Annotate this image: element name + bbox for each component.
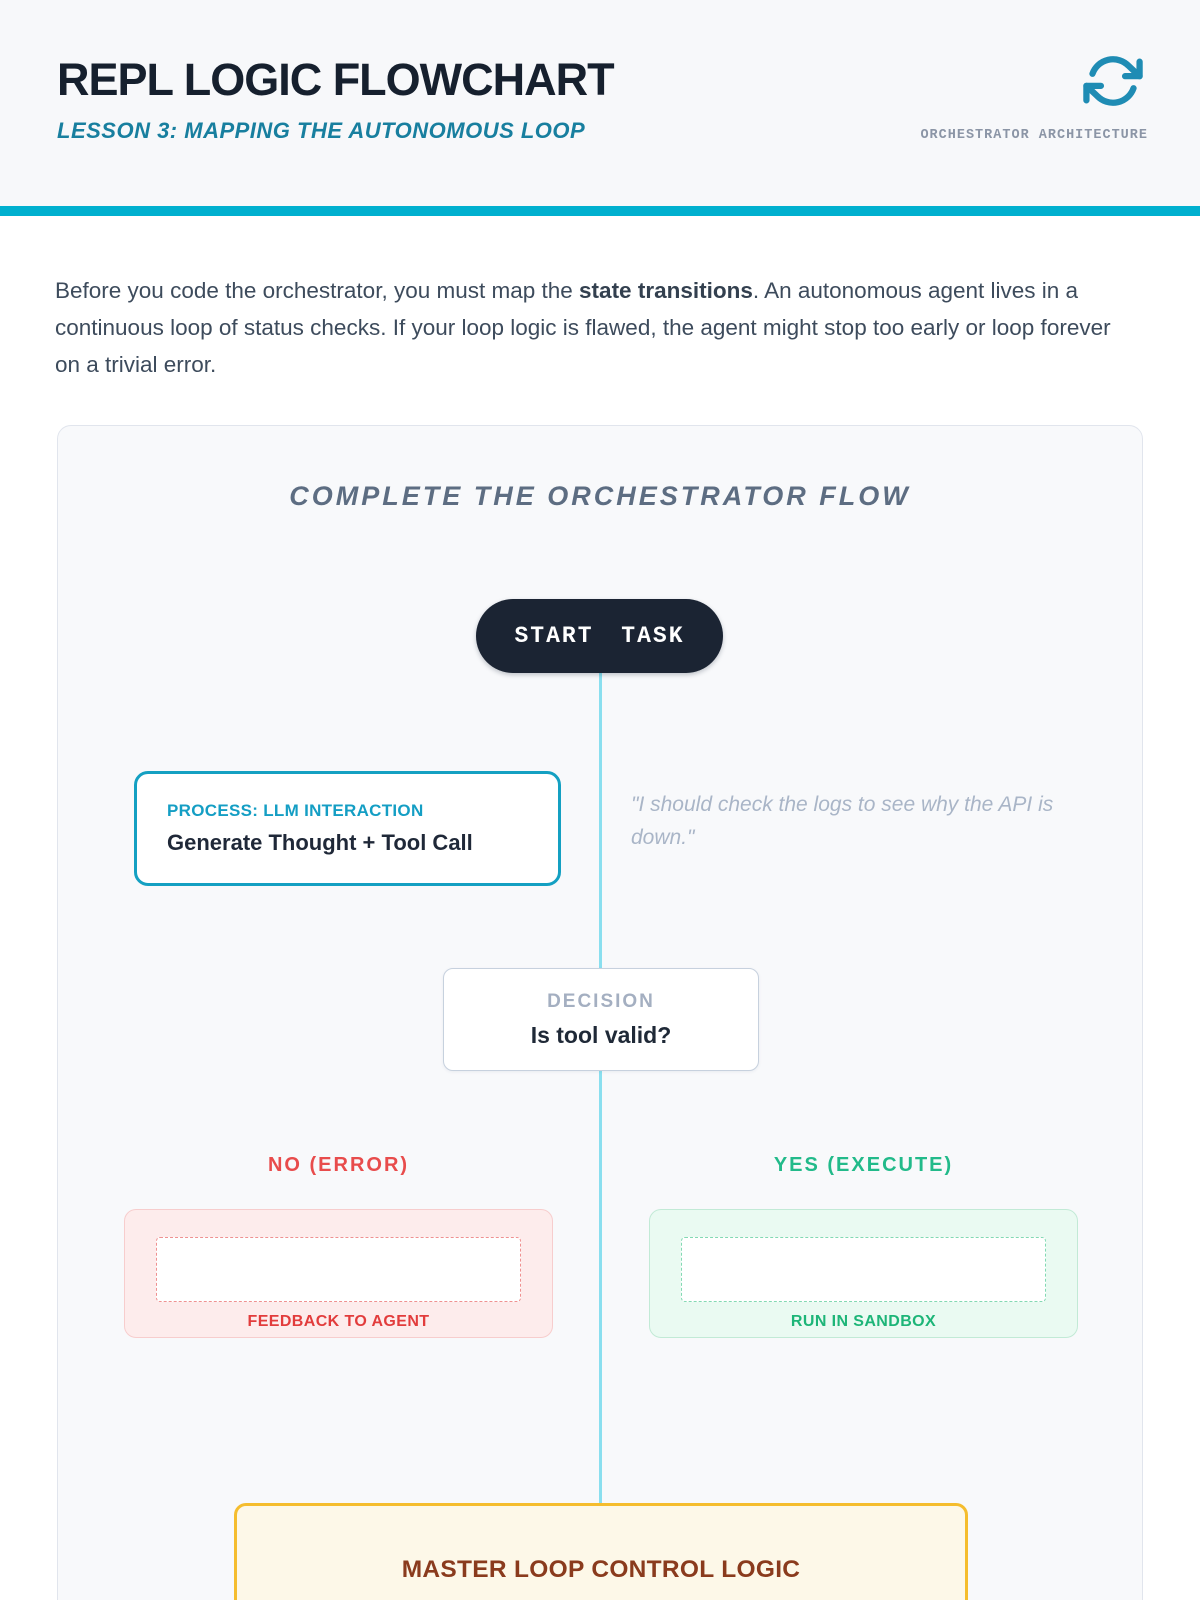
decision-node-question: Is tool valid? [530, 1021, 672, 1048]
decision-node-label: DECISION [547, 990, 655, 1012]
decision-node: DECISION Is tool valid? [443, 968, 759, 1071]
page-title: REPL LOGIC FLOWCHART [57, 54, 615, 105]
header: REPL LOGIC FLOWCHART LESSON 3: MAPPING T… [0, 0, 1200, 206]
accent-divider-bar [0, 206, 1200, 216]
header-badge: ORCHESTRATOR ARCHITECTURE [920, 52, 1148, 143]
start-task-label: START TASK [514, 623, 685, 649]
branch-label-yes: YES (EXECUTE) [773, 1154, 954, 1176]
intro-paragraph: Before you code the orchestrator, you mu… [55, 272, 1125, 383]
process-node-label: PROCESS: LLM INTERACTION [167, 801, 424, 820]
error-drop-zone-label: FEEDBACK TO AGENT [247, 1313, 430, 1330]
refresh-icon [1083, 52, 1143, 110]
master-loop-title: MASTER LOOP CONTROL LOGIC [401, 1556, 801, 1583]
process-node: PROCESS: LLM INTERACTION Generate Though… [134, 771, 561, 886]
intro-text-before: Before you code the orchestrator, you mu… [55, 278, 580, 303]
branch-label-no: NO (ERROR) [267, 1154, 410, 1176]
execute-drop-zone-label: RUN IN SANDBOX [790, 1313, 937, 1330]
architecture-caption: ORCHESTRATOR ARCHITECTURE [920, 128, 1148, 143]
intro-text-after: . An autonomous agent lives in a continu… [55, 278, 1111, 377]
process-node-title: Generate Thought + Tool Call [167, 830, 473, 855]
execute-branch-card: RUN IN SANDBOX [649, 1209, 1078, 1338]
flowchart-title: COMPLETE THE ORCHESTRATOR FLOW [289, 481, 911, 511]
error-drop-zone[interactable] [156, 1237, 521, 1302]
flow-connector-line [599, 656, 602, 1503]
lesson-subtitle: LESSON 3: MAPPING THE AUTONOMOUS LOOP [57, 118, 586, 143]
master-loop-node: MASTER LOOP CONTROL LOGIC [234, 1503, 968, 1600]
flowchart-card: COMPLETE THE ORCHESTRATOR FLOW START TAS… [57, 425, 1143, 1600]
execute-drop-zone[interactable] [681, 1237, 1046, 1302]
intro-bold-text: state transitions [579, 278, 753, 303]
error-branch-card: FEEDBACK TO AGENT [124, 1209, 553, 1338]
agent-thought-quote: "I should check the logs to see why the … [631, 793, 1054, 849]
start-task-node: START TASK [476, 599, 723, 673]
